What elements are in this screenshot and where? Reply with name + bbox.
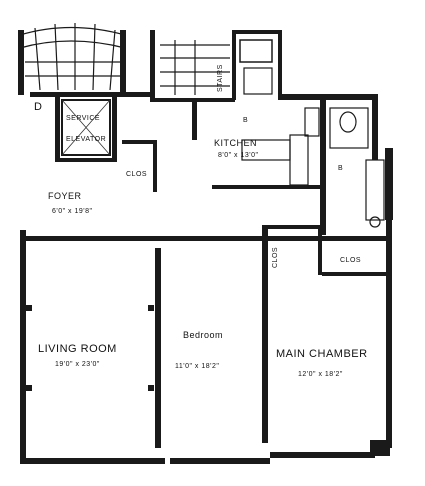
stairs: STAIRS xyxy=(160,39,273,95)
bedroom-label: Bedroom xyxy=(183,330,223,340)
interior-walls xyxy=(20,30,388,448)
foyer-closet: CLOS xyxy=(126,171,147,178)
kitchen-dims: 8'0" x 13'0" xyxy=(218,152,259,159)
bedroom: Bedroom 11'0" x 18'2" xyxy=(175,330,223,370)
living-room: LIVING ROOM 19'0" x 23'0" xyxy=(26,305,154,391)
chamber-closet: CLOS xyxy=(340,257,361,264)
door-label-d: D xyxy=(34,101,42,113)
main-chamber-label: MAIN CHAMBER xyxy=(276,348,368,360)
lobby-fragment xyxy=(18,23,126,95)
bedroom-dims: 11'0" x 18'2" xyxy=(175,363,219,370)
service-elevator: SERVICE ELEVATOR xyxy=(61,99,111,156)
elevator-label-1: SERVICE xyxy=(66,115,100,122)
kitchen: KITCHEN 8'0" x 13'0" B xyxy=(214,117,309,186)
living-room-dims: 19'0" x 23'0" xyxy=(55,361,100,368)
kitchen-label: KITCHEN xyxy=(214,138,257,148)
foyer-label: FOYER xyxy=(48,191,82,201)
chamber-closet-label: CLOS xyxy=(340,257,361,264)
bedroom-closet: CLOS xyxy=(272,247,279,268)
main-chamber-dims: 12'0" x 18'2" xyxy=(298,371,343,378)
stairs-label: STAIRS xyxy=(217,64,224,92)
bedroom-closet-label: CLOS xyxy=(272,247,279,268)
elevator-label-2: ELEVATOR xyxy=(66,136,106,143)
foyer-closet-label: CLOS xyxy=(126,171,147,178)
bathroom: B xyxy=(304,107,385,228)
living-room-label: LIVING ROOM xyxy=(38,343,117,355)
bath-mark-1: B xyxy=(243,117,248,124)
foyer-dims: 6'0" x 19'8" xyxy=(52,208,93,215)
main-chamber: MAIN CHAMBER 12'0" x 18'2" xyxy=(276,348,368,378)
bath-mark-2: B xyxy=(338,165,343,172)
exterior-walls xyxy=(20,94,393,464)
